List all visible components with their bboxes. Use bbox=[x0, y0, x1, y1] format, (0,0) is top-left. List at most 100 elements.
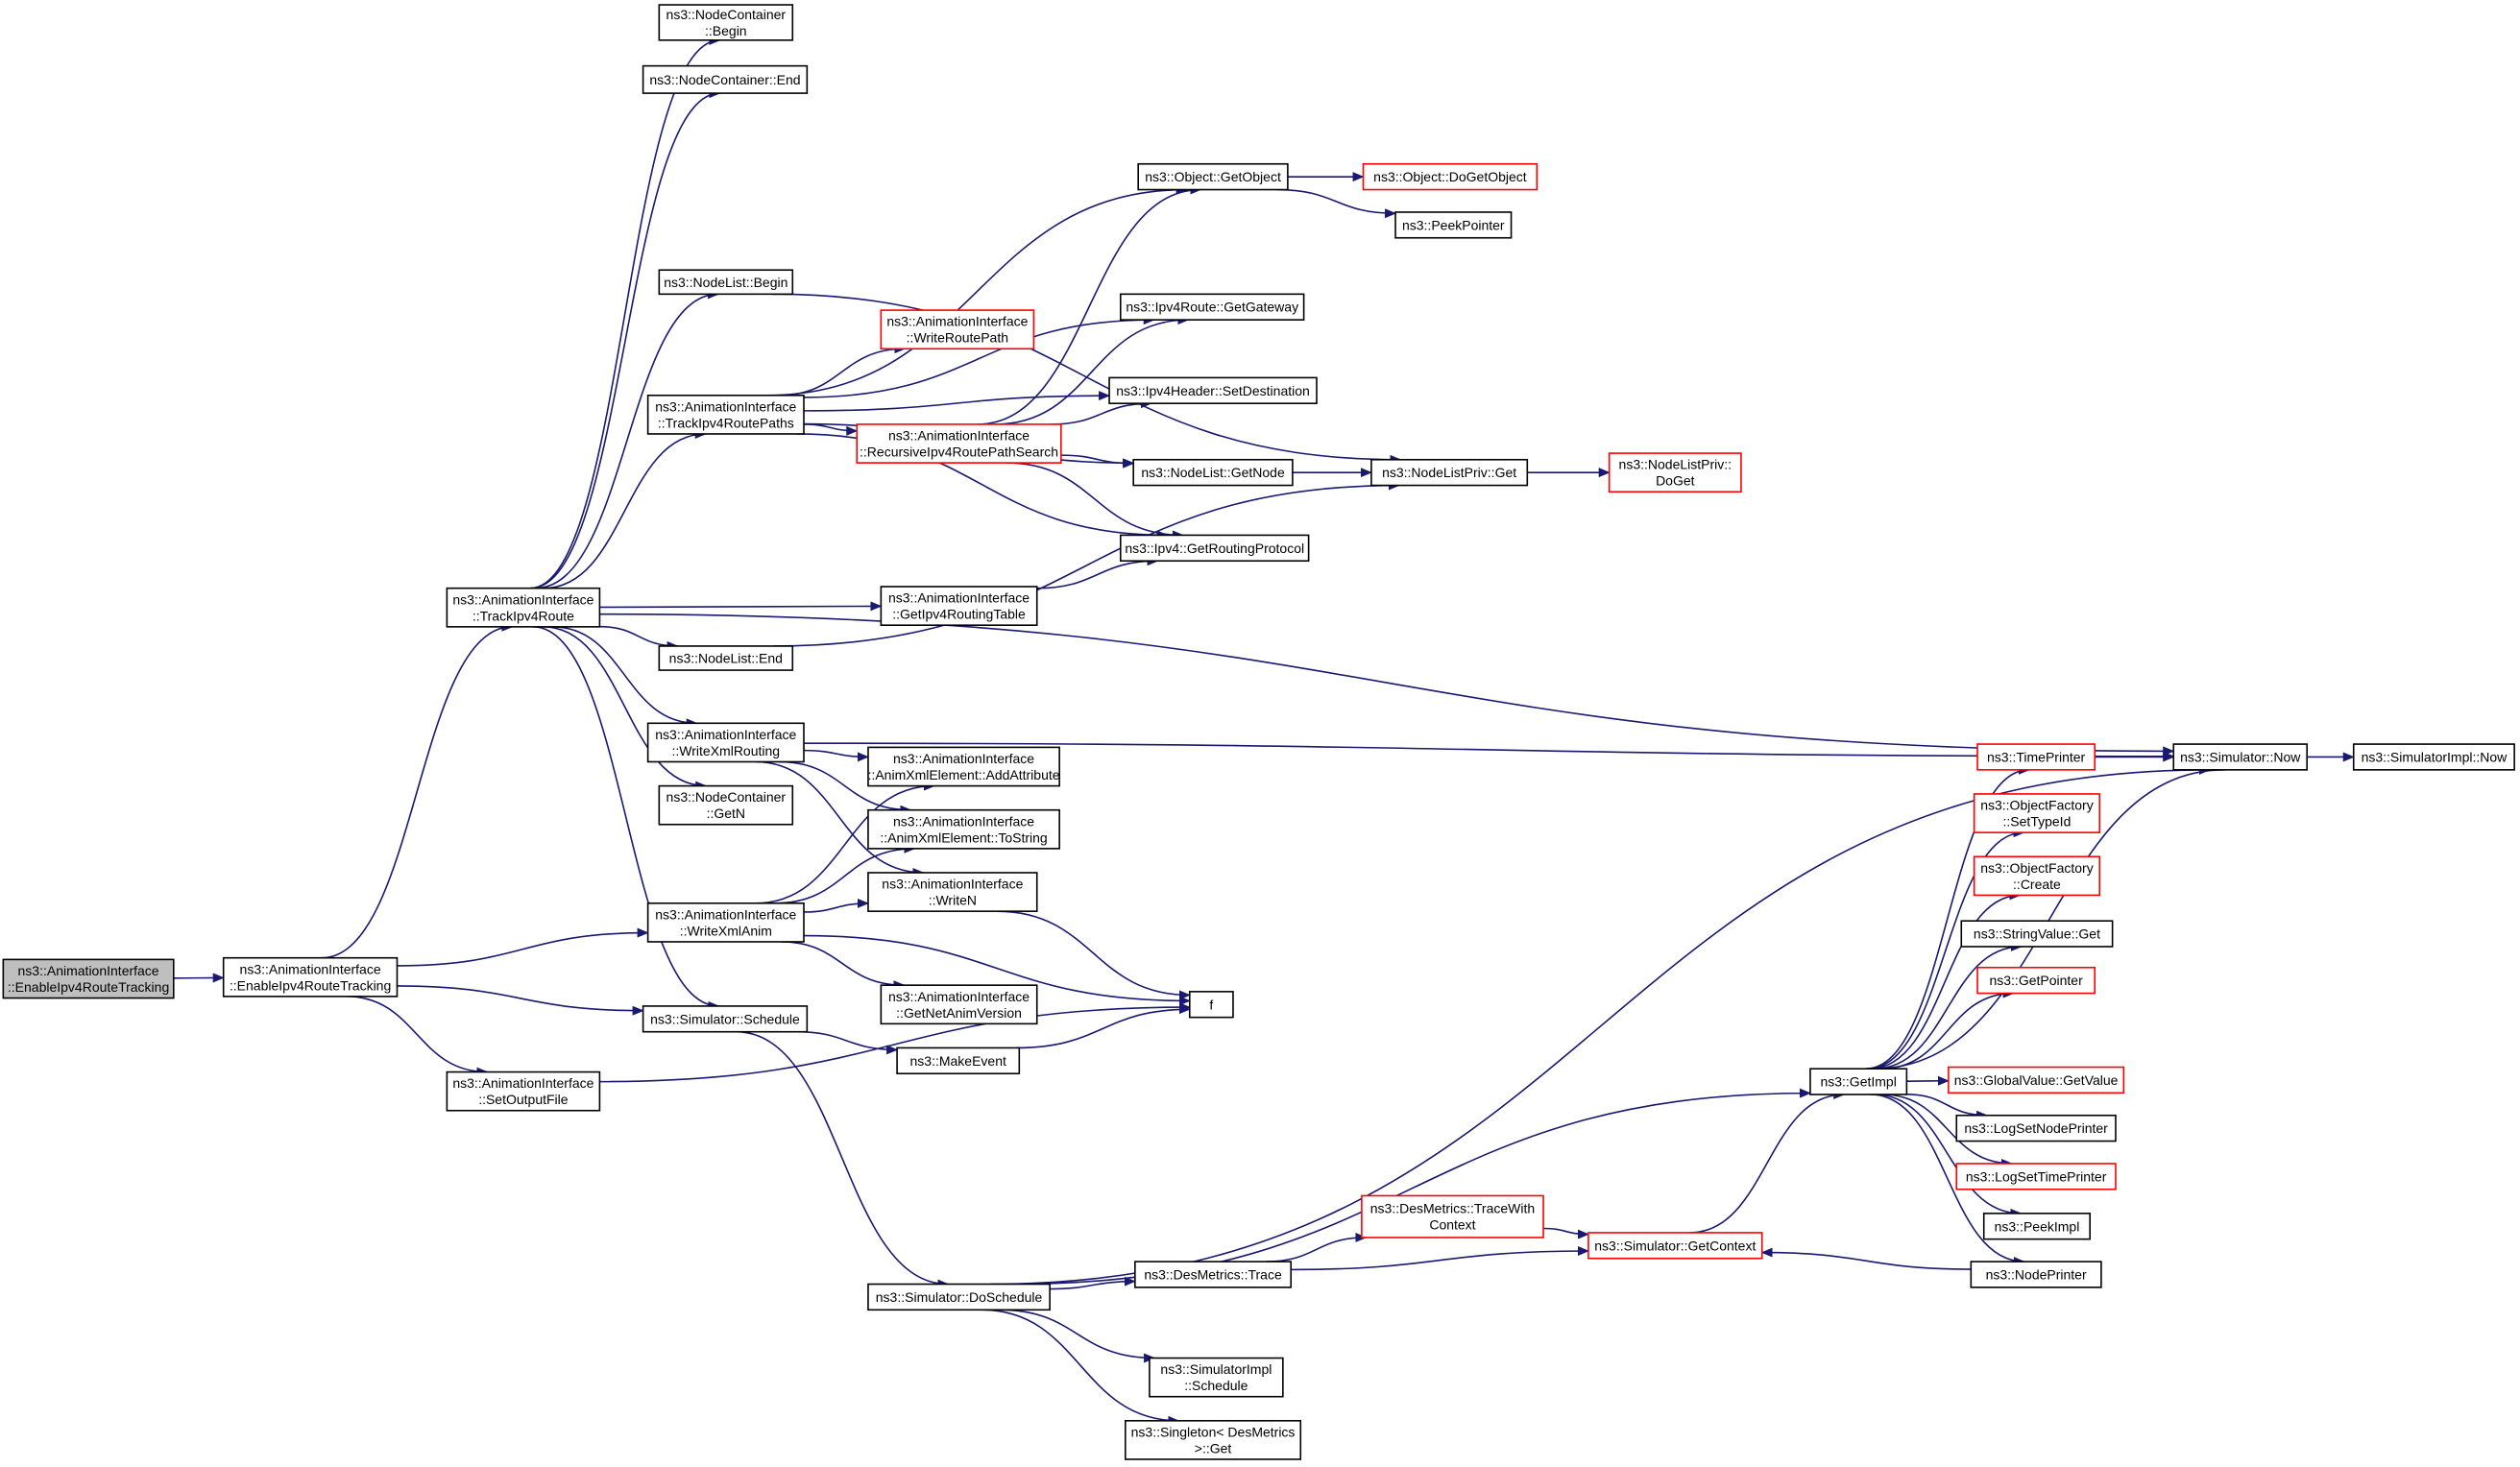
node-obj-getobject[interactable]: ns3::Object::GetObject bbox=[1137, 162, 1289, 191]
edge-track_route-to-write_xml_routing bbox=[552, 626, 698, 729]
node-logsetnodeprinter[interactable]: ns3::LogSetNodePrinter bbox=[1955, 1114, 2117, 1142]
node-simimpl-now[interactable]: ns3::SimulatorImpl::Now bbox=[2352, 743, 2515, 771]
node-track-route[interactable]: ns3::AnimationInterface::TrackIpv4Route bbox=[446, 587, 601, 628]
node-label: ns3::Ipv4Route::GetGateway bbox=[1126, 300, 1298, 315]
node-of-settypeid[interactable]: ns3::ObjectFactory::SetTypeId bbox=[1973, 793, 2101, 833]
node-nl-getnode[interactable]: ns3::NodeList::GetNode bbox=[1132, 458, 1294, 487]
node-box bbox=[1587, 1232, 1763, 1260]
node-get-routing-table[interactable]: ns3::AnimationInterface::GetIpv4RoutingT… bbox=[880, 586, 1038, 626]
node-doschedule[interactable]: ns3::Simulator::DoSchedule bbox=[867, 1283, 1051, 1311]
node-label: ::WriteN bbox=[929, 893, 977, 908]
node-des-trace[interactable]: ns3::DesMetrics::Trace bbox=[1134, 1261, 1293, 1288]
node-label: DoGet bbox=[1656, 473, 1695, 489]
node-box bbox=[1973, 855, 2101, 897]
node-box bbox=[2, 958, 175, 999]
node-set-output[interactable]: ns3::AnimationInterface::SetOutputFile bbox=[446, 1070, 601, 1112]
node-track-paths[interactable]: ns3::AnimationInterface::TrackIpv4RouteP… bbox=[646, 395, 805, 435]
node-enable[interactable]: ns3::AnimationInterface::EnableIpv4Route… bbox=[222, 956, 399, 998]
node-root[interactable]: ns3::AnimationInterface::EnableIpv4Route… bbox=[2, 958, 175, 999]
node-getpointer[interactable]: ns3::GetPointer bbox=[1976, 966, 2096, 995]
node-nlp-get[interactable]: ns3::NodeListPriv::Get bbox=[1370, 458, 1529, 487]
node-box bbox=[1125, 1420, 1302, 1460]
node-label: ns3::NodePrinter bbox=[1986, 1266, 2087, 1282]
node-label: ::AnimXmlElement::AddAttribute bbox=[868, 767, 1060, 782]
edge-getimpl-to-nodeprinter bbox=[1870, 1094, 2025, 1267]
node-recursive[interactable]: ns3::AnimationInterface::RecursiveIpv4Ro… bbox=[856, 423, 1062, 464]
edge-write_xml_anim-to-to_string bbox=[775, 843, 916, 904]
node-write-xml-routing[interactable]: ns3::AnimationInterface::WriteXmlRouting bbox=[646, 722, 805, 763]
node-box bbox=[880, 309, 1035, 350]
node-sim-schedule[interactable]: ns3::Simulator::Schedule bbox=[642, 1005, 809, 1033]
node-label: ns3::NodeListPriv::Get bbox=[1382, 465, 1516, 480]
node-f[interactable]: f bbox=[1188, 991, 1234, 1019]
node-gateway[interactable]: ns3::Ipv4Route::GetGateway bbox=[1119, 293, 1305, 321]
node-label: ns3::AnimationInterface bbox=[655, 727, 796, 742]
node-box bbox=[646, 395, 805, 435]
node-set-dest[interactable]: ns3::Ipv4Header::SetDestination bbox=[1108, 376, 1318, 404]
node-write-xml-anim[interactable]: ns3::AnimationInterface::WriteXmlAnim bbox=[646, 902, 805, 943]
node-make-event[interactable]: ns3::MakeEvent bbox=[896, 1046, 1021, 1075]
node-logsettimeprinter[interactable]: ns3::LogSetTimePrinter bbox=[1955, 1163, 2117, 1190]
node-peekimpl[interactable]: ns3::PeekImpl bbox=[1982, 1213, 2092, 1240]
node-write-route-path[interactable]: ns3::AnimationInterface::WriteRoutePath bbox=[880, 309, 1035, 350]
node-getimpl[interactable]: ns3::GetImpl bbox=[1809, 1068, 1908, 1095]
node-label: ns3::AnimationInterface bbox=[452, 1075, 594, 1091]
edge-doschedule-to-des_trace bbox=[1050, 1276, 1136, 1290]
node-box bbox=[1960, 920, 2114, 948]
node-nc-end[interactable]: ns3::NodeContainer::End bbox=[642, 64, 809, 94]
node-get-routing[interactable]: ns3::Ipv4::GetRoutingProtocol bbox=[1119, 534, 1310, 563]
nodes-layer: ns3::AnimationInterface::EnableIpv4Route… bbox=[2, 4, 2515, 1460]
node-netanim-ver[interactable]: ns3::AnimationInterface::GetNetAnimVersi… bbox=[880, 984, 1038, 1025]
node-nc-getn[interactable]: ns3::NodeContainer::GetN bbox=[658, 784, 794, 826]
node-label: ns3::AnimationInterface bbox=[882, 877, 1023, 892]
node-nodeprinter[interactable]: ns3::NodePrinter bbox=[1970, 1261, 2102, 1288]
node-label: >::Get bbox=[1195, 1440, 1232, 1455]
node-timeprinter[interactable]: ns3::TimePrinter bbox=[1976, 743, 2096, 771]
node-label: ns3::GetPointer bbox=[1989, 973, 2083, 988]
edge-recursive-to-obj_getobject bbox=[977, 184, 1202, 425]
node-to-string[interactable]: ns3::AnimationInterface::AnimXmlElement:… bbox=[867, 808, 1060, 850]
node-label: ns3::SimulatorImpl bbox=[1160, 1361, 1272, 1377]
edge-track_paths-to-gateway bbox=[803, 315, 1155, 398]
node-write-n[interactable]: ns3::AnimationInterface::WriteN bbox=[867, 872, 1038, 912]
node-nl-end[interactable]: ns3::NodeList::End bbox=[658, 645, 794, 671]
edge-track_route-to-sim_schedule bbox=[532, 626, 720, 1011]
edge-enable-to-sim_schedule bbox=[397, 985, 644, 1016]
edge-obj_getobject-to-peekpointer bbox=[1276, 188, 1397, 219]
node-label: ns3::ObjectFactory bbox=[1980, 860, 2094, 876]
node-box bbox=[1119, 534, 1310, 563]
node-box bbox=[1976, 966, 2096, 995]
node-sim-getcontext[interactable]: ns3::Simulator::GetContext bbox=[1587, 1232, 1763, 1260]
node-label: ns3::AnimationInterface bbox=[240, 961, 381, 976]
node-box bbox=[1370, 458, 1529, 487]
node-label: ns3::PeekImpl bbox=[1995, 1218, 2080, 1234]
edge-enable-to-set_output bbox=[346, 996, 489, 1077]
node-label: ns3::NodeList::GetNode bbox=[1141, 465, 1285, 480]
node-simimpl-schedule[interactable]: ns3::SimulatorImpl::Schedule bbox=[1149, 1357, 1284, 1398]
node-label: ns3::AnimationInterface bbox=[452, 591, 594, 607]
node-singleton-get[interactable]: ns3::Singleton< DesMetrics>::Get bbox=[1125, 1420, 1302, 1460]
node-stringvalue-get[interactable]: ns3::StringValue::Get bbox=[1960, 920, 2114, 948]
node-label: ns3::StringValue::Get bbox=[1974, 926, 2100, 942]
edge-enable-to-write_xml_anim bbox=[397, 927, 649, 967]
node-add-attr[interactable]: ns3::AnimationInterface::AnimXmlElement:… bbox=[867, 746, 1060, 787]
node-nc-begin[interactable]: ns3::NodeContainer::Begin bbox=[658, 4, 794, 41]
edge-getimpl-to-timeprinter bbox=[1865, 764, 2030, 1070]
node-label: ns3::TimePrinter bbox=[1987, 749, 2086, 764]
node-gv-getvalue[interactable]: ns3::GlobalValue::GetValue bbox=[1948, 1066, 2125, 1094]
node-box bbox=[658, 269, 794, 296]
node-label: ::WriteXmlAnim bbox=[680, 923, 772, 938]
node-box bbox=[1976, 743, 2096, 771]
node-box bbox=[1188, 991, 1234, 1019]
node-of-create[interactable]: ns3::ObjectFactory::Create bbox=[1973, 855, 2101, 897]
node-obj-dogetobject[interactable]: ns3::Object::DoGetObject bbox=[1362, 162, 1539, 191]
node-sim-now[interactable]: ns3::Simulator::Now bbox=[2172, 743, 2308, 771]
node-nl-begin[interactable]: ns3::NodeList::Begin bbox=[658, 269, 794, 296]
node-nlp-doget[interactable]: ns3::NodeListPriv::DoGet bbox=[1608, 452, 1742, 493]
edge-write_xml_routing-to-write_n bbox=[755, 760, 925, 878]
node-label: ::TrackIpv4Route bbox=[472, 608, 574, 623]
node-label: ns3::AnimationInterface bbox=[888, 428, 1030, 444]
node-peekpointer[interactable]: ns3::PeekPointer bbox=[1394, 211, 1513, 239]
node-label: ns3::NodeList::End bbox=[669, 651, 783, 666]
